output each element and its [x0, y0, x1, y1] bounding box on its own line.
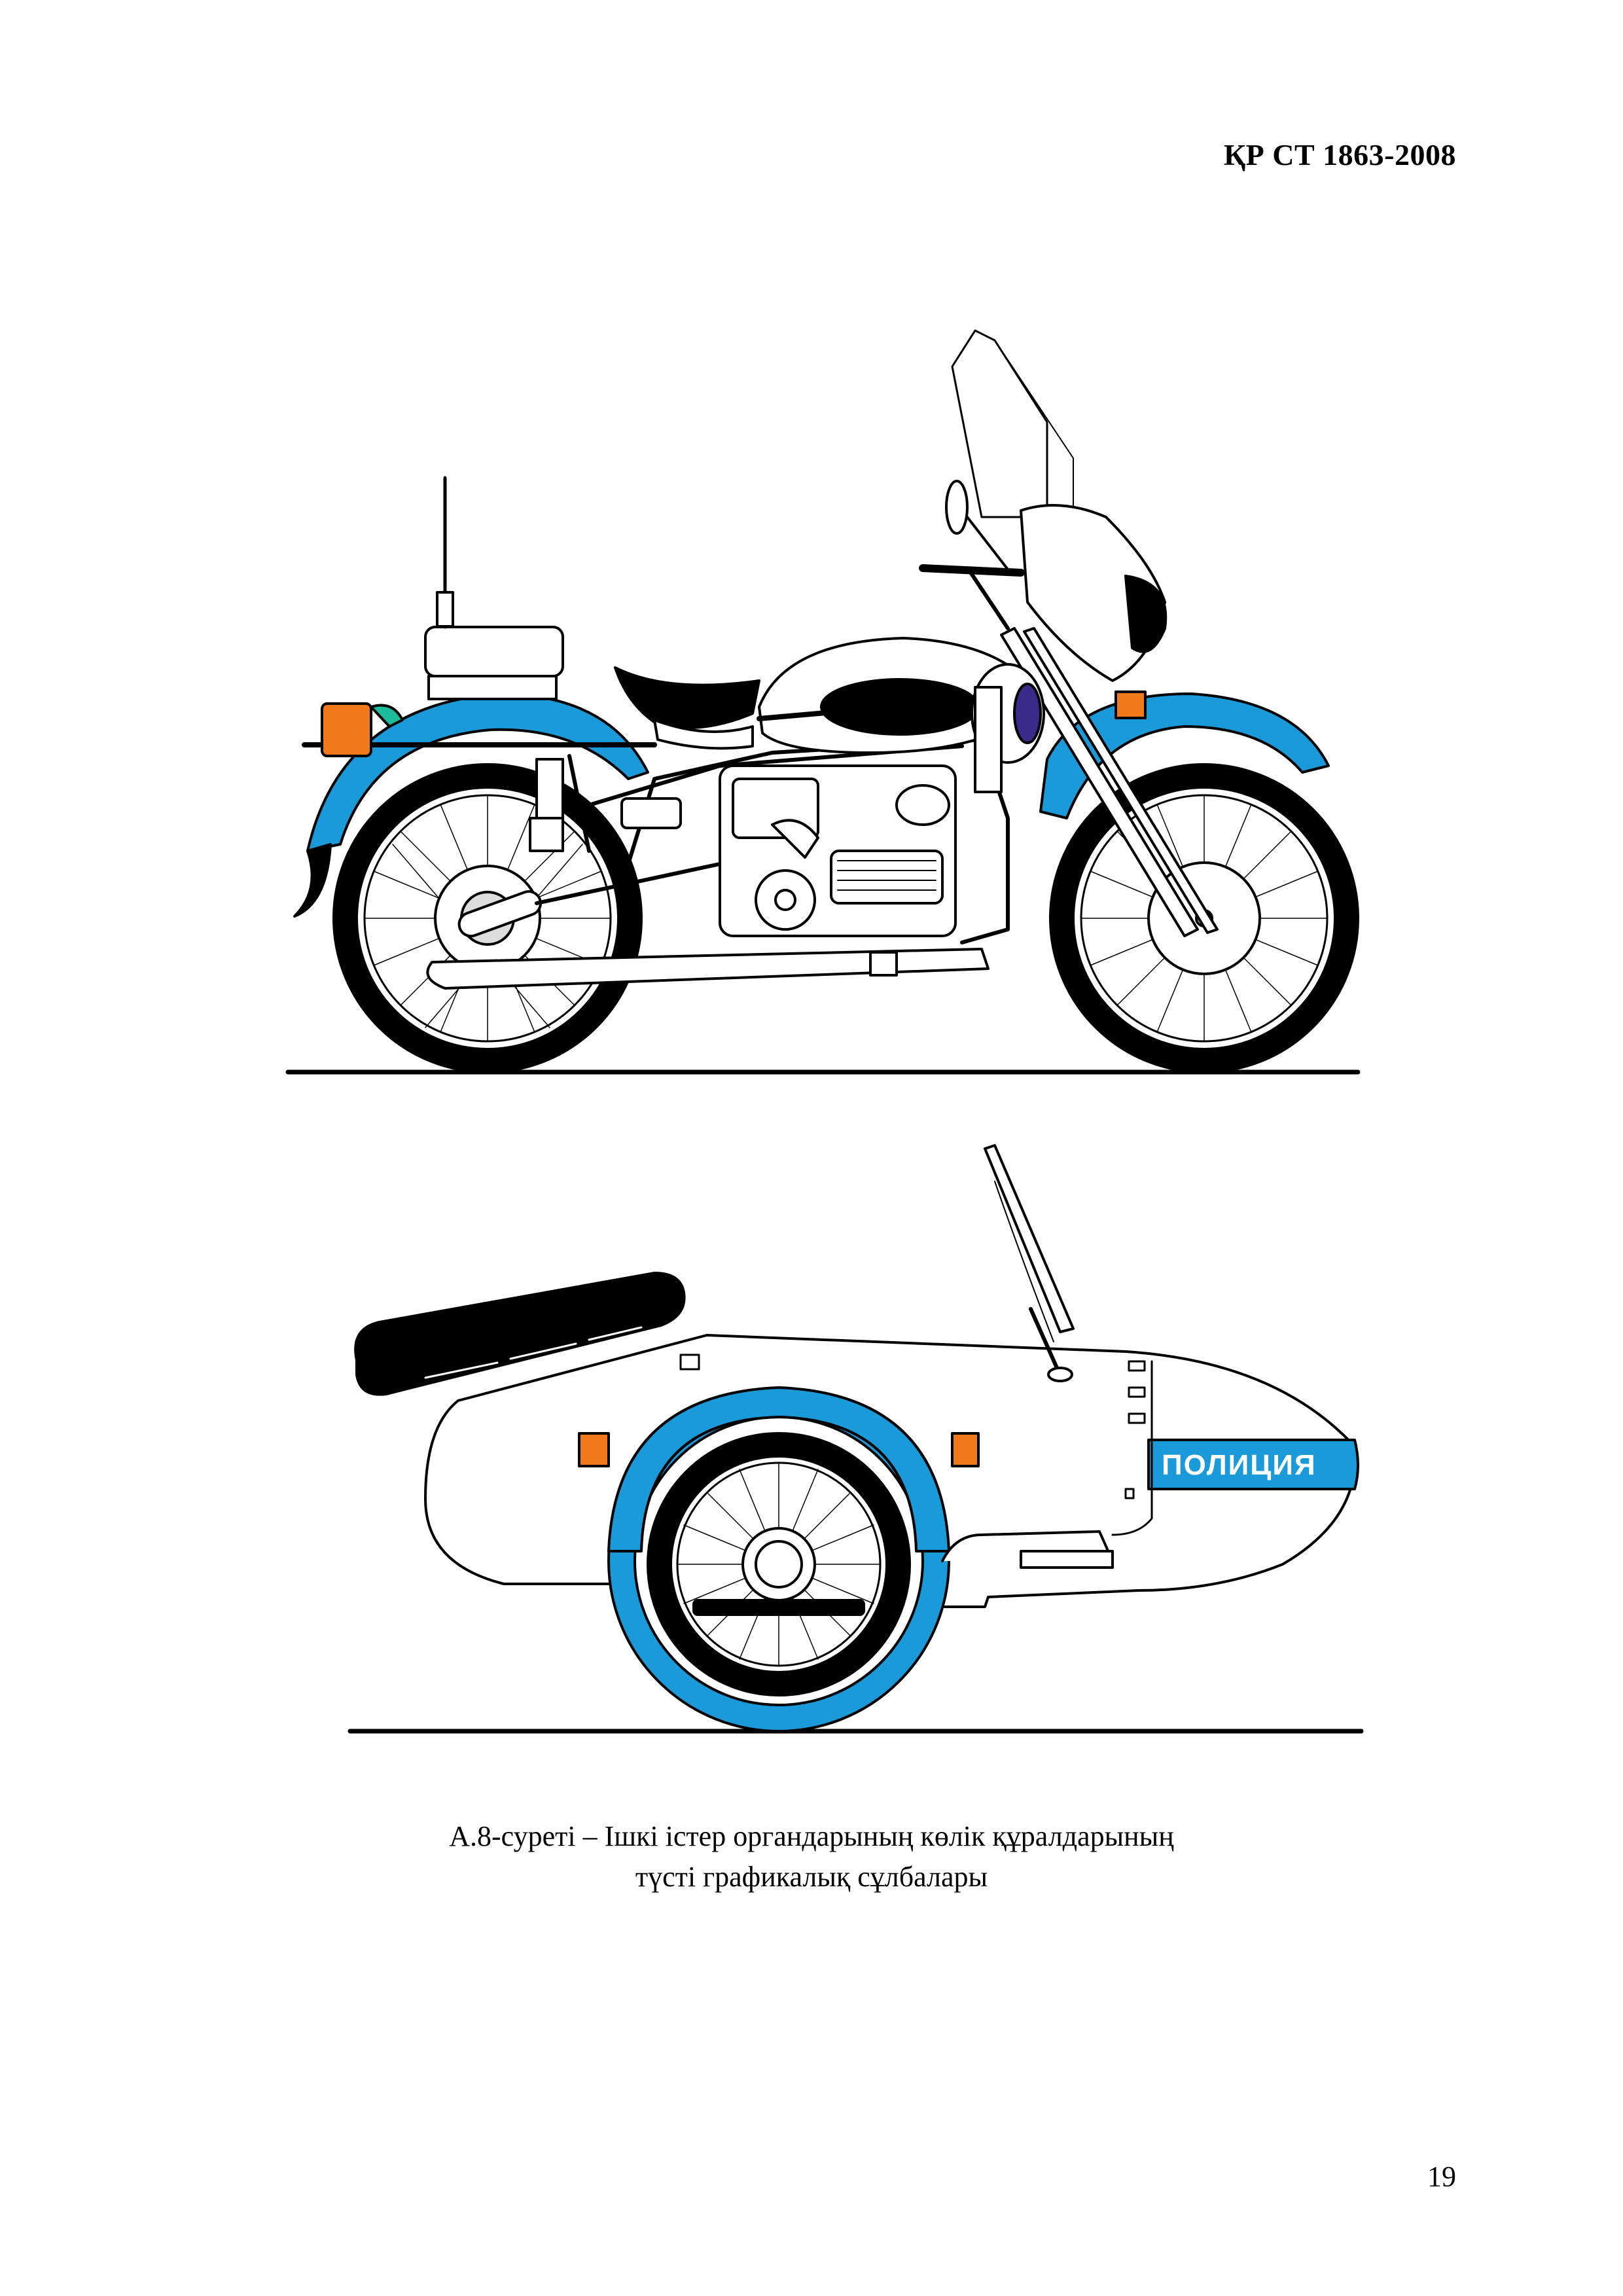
front-indicator: [1115, 691, 1147, 719]
motorcycle-drawing: [285, 329, 1361, 1075]
windshield: [951, 329, 1048, 518]
sidecar-indicator-right: [951, 1432, 980, 1467]
rear-light: [321, 702, 372, 757]
document-code: ҚР СТ 1863-2008: [1223, 138, 1456, 171]
figure-caption: А.8-суреті – Ішкі істер органдарының көл…: [0, 1816, 1623, 1897]
page-number: 19: [1427, 2161, 1456, 2193]
engine: [620, 764, 957, 937]
rear-mudflap: [293, 843, 332, 918]
exhaust-pipe: [426, 948, 990, 990]
front-fork: [1000, 627, 1199, 937]
handlebar: [919, 564, 1025, 577]
seat: [614, 666, 760, 730]
sidecar-wheel: [607, 1390, 950, 1732]
police-label: ПОЛИЦИЯ: [1162, 1449, 1317, 1481]
sidecar-indicator-left: [578, 1432, 610, 1467]
caption-line-2: түсті графикалық сұлбалары: [635, 1861, 988, 1893]
rear-wheel: [332, 763, 643, 1073]
caption-line-1: А.8-суреті – Ішкі істер органдарының көл…: [449, 1820, 1174, 1852]
sidecar-windshield: [984, 1144, 1075, 1333]
mirror: [945, 480, 969, 535]
police-stripe: [1147, 1439, 1359, 1490]
rear-box: [424, 626, 564, 677]
spare-tire: [354, 1272, 686, 1396]
sidecar-drawing: ПОЛИЦИЯ: [348, 1144, 1364, 1734]
